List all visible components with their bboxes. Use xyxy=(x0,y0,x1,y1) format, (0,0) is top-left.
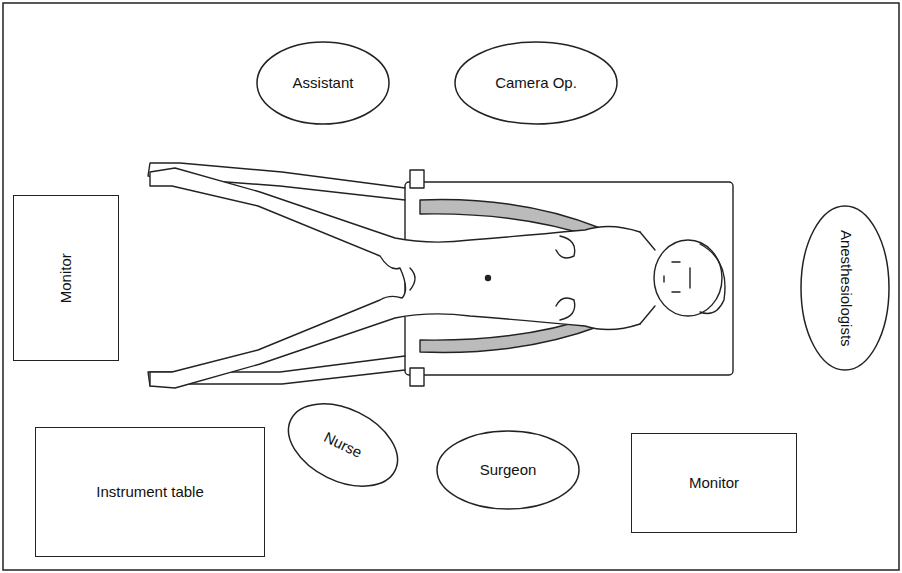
node-label: Camera Op. xyxy=(495,75,577,92)
monitor-box: Monitor xyxy=(13,195,119,361)
staff-position: Surgeon xyxy=(436,430,580,510)
neck xyxy=(640,232,655,324)
ellipse-outline xyxy=(257,42,389,124)
stirrup-post xyxy=(410,170,424,188)
body-detail xyxy=(556,236,575,258)
ellipse-outline xyxy=(437,431,579,509)
node-label: Anesthesiologists xyxy=(837,230,854,347)
node-label: Surgeon xyxy=(480,462,537,479)
navel xyxy=(486,276,491,281)
instrument-table: Instrument table xyxy=(35,427,265,557)
frame-border xyxy=(3,3,899,570)
ellipse-outline xyxy=(275,387,411,503)
node-label: Instrument table xyxy=(96,484,204,501)
staff-position: Nurse xyxy=(274,386,412,504)
staff-position: Assistant xyxy=(256,41,390,125)
ellipse-outline xyxy=(801,206,889,370)
patient-body xyxy=(150,168,640,388)
node-label: Monitor xyxy=(58,253,75,303)
node-label: Assistant xyxy=(293,75,354,92)
hair xyxy=(700,244,725,314)
monitor-box: Monitor xyxy=(631,433,797,533)
staff-position: Anesthesiologists xyxy=(800,205,890,371)
body-detail xyxy=(410,268,415,290)
head xyxy=(654,240,722,316)
staff-position: Camera Op. xyxy=(454,41,618,125)
body-detail xyxy=(556,298,575,320)
stirrup-post xyxy=(410,368,424,386)
patient-on-table xyxy=(148,163,733,388)
ellipse-outline xyxy=(455,42,617,124)
face-detail xyxy=(664,262,690,292)
node-label: Monitor xyxy=(689,475,739,492)
